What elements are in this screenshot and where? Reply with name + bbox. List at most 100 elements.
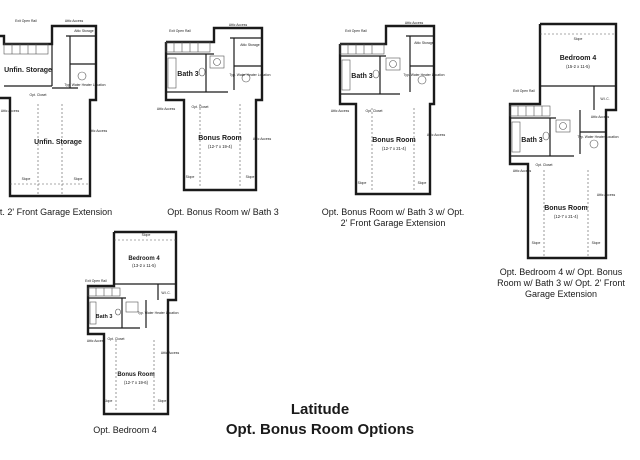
slope-label-left: Slope [186, 175, 195, 179]
opt-closet-label: Opt. Closet [536, 163, 553, 167]
opt-closet-label: Opt. Closet [366, 109, 383, 113]
room-bedroom4-dim: (15-2 x 11-5) [566, 64, 590, 69]
exit-label: Exit Open Rail [513, 89, 535, 93]
slope-lines [10, 104, 90, 194]
stair [165, 41, 211, 53]
room-bath3: Bath 3 [177, 71, 199, 78]
slope-label-top: Slope [142, 233, 151, 237]
bath-fixtures [341, 57, 401, 91]
page-subtitle: Opt. Bonus Room Options [225, 421, 415, 438]
slope-lines [371, 108, 415, 192]
water-heater [417, 75, 427, 85]
room-bonus-dim: (12-7 x 19-6) [124, 380, 149, 385]
slope-label-left: Slope [532, 241, 541, 245]
slope-label-right: Slope [418, 181, 427, 185]
water-heater-label: Typ. Water Heater Location [229, 73, 270, 77]
opt-closet-label: Opt. Closet [108, 337, 125, 341]
room-bonus-dim: (12-7 x 21-4) [554, 214, 579, 219]
slope-label-right: Slope [592, 241, 601, 245]
interior-walls [88, 283, 176, 329]
slope-lines [540, 33, 616, 256]
exterior-walls [338, 24, 436, 196]
exterior-walls [508, 22, 618, 260]
slope-label-top: Slope [574, 37, 583, 41]
floorplan-bedroom4: Slope Bedroom 4 (13-2 x 11-5) W.I.C. Exi… [85, 230, 180, 416]
water-heater [77, 71, 87, 81]
room-bedroom4: Bedroom 4 [128, 256, 160, 262]
interior-walls [340, 35, 434, 95]
attic-access-label-3: Attic Access [253, 137, 272, 141]
wic-label: W.I.C. [600, 97, 609, 101]
attic-access-label: Attic Access [591, 115, 610, 119]
room-bonus: Bonus Room [198, 135, 242, 142]
room-bonus-dim: (12-7 x 19-4) [208, 144, 233, 149]
bath-fixtures [89, 301, 139, 325]
caption-garage-extension: Opt. 2' Front Garage Extension [0, 207, 113, 217]
opt-closet-label: Opt. Closet [192, 105, 209, 109]
exit-label: Exit Open Rail [85, 279, 107, 283]
interior-walls [510, 85, 616, 157]
room-bath3: Bath 3 [96, 314, 113, 320]
slope-label-left: Slope [22, 177, 31, 181]
attic-access-label-2: Attic Access [513, 169, 532, 173]
caption-bedroom4-full: Opt. Bedroom 4 w/ Opt. Bonus Room w/ Bat… [497, 267, 625, 299]
attic-access-label-2: Attic Access [1, 109, 20, 113]
attic-access-label: Attic Access [405, 21, 424, 25]
floorplan-bedroom4-full: Slope Bedroom 4 (15-2 x 11-5) W.I.C. Exi… [508, 22, 619, 260]
exit-label: Exit Open Rail [169, 29, 191, 33]
floorplan-garage-extension: Exit Open Rail Attic Access Attic Storag… [0, 19, 108, 198]
exterior-walls [164, 26, 264, 192]
attic-access-label: Attic Access [65, 19, 84, 23]
bath-fixtures [511, 119, 571, 153]
attic-access-label-2: Attic Access [161, 351, 180, 355]
attic-access-label-2: Attic Access [331, 109, 350, 113]
stair [87, 287, 121, 297]
slope-label-left: Slope [358, 181, 367, 185]
attic-access-label-3: Attic Access [597, 193, 616, 197]
bath-fixtures [167, 55, 225, 89]
floorplan-bonus-bath3: Exit Open Rail Attic Access Attic Storag… [157, 23, 272, 192]
caption-bonus-bath3: Opt. Bonus Room w/ Bath 3 [167, 207, 279, 217]
page-title: Latitude [290, 401, 350, 418]
exit-label: Exit Open Rail [345, 29, 367, 33]
attic-storage-label: Attic Storage [74, 29, 94, 33]
stair [3, 43, 49, 55]
room-bath3: Bath 3 [351, 73, 373, 80]
stair [509, 105, 551, 117]
water-heater-label: Typ. Water Heater Location [137, 311, 178, 315]
water-heater [589, 139, 599, 149]
room-bonus-dim: (12-7 x 21-4) [382, 146, 407, 151]
slope-label-right: Slope [246, 175, 255, 179]
attic-access-label-2: Attic Access [157, 107, 176, 111]
water-heater-label: Typ. Water Heater Location [403, 73, 444, 77]
attic-storage-label: Attic Storage [240, 43, 260, 47]
water-heater-label: Typ. Water Heater Location [64, 83, 105, 87]
exit-label: Exit Open Rail [15, 19, 37, 23]
interior-walls [4, 35, 96, 89]
stair [339, 43, 385, 55]
room-bonus: Bonus Room [117, 372, 154, 378]
attic-access-label: Attic Access [87, 339, 106, 343]
caption-bonus-bath3-extension: Opt. Bonus Room w/ Bath 3 w/ Opt. 2' Fro… [321, 207, 465, 228]
room-bedroom4-dim: (13-2 x 11-5) [132, 263, 156, 268]
caption-bedroom4: Opt. Bedroom 4 [93, 425, 157, 435]
slope-lines [199, 104, 241, 188]
attic-access-label: Attic Access [229, 23, 248, 27]
exterior-walls [0, 24, 98, 198]
room-bedroom4: Bedroom 4 [560, 55, 597, 62]
title-block: Latitude Opt. Bonus Room Options [200, 400, 440, 440]
room-bonus: Bonus Room [544, 205, 588, 212]
room-bonus: Bonus Room [372, 137, 416, 144]
exterior-walls [86, 230, 178, 416]
attic-access-label-3: Attic Access [89, 129, 108, 133]
room-bath3: Bath 3 [521, 137, 543, 144]
slope-label-right: Slope [158, 399, 167, 403]
interior-walls [166, 37, 262, 93]
room-unfin-storage-main: Unfin. Storage [34, 139, 82, 146]
opt-closet-label: Opt. Closet [30, 93, 47, 97]
water-heater [241, 73, 251, 83]
slope-label-left: Slope [104, 399, 113, 403]
attic-access-label-3: Attic Access [427, 133, 446, 137]
room-unfin-storage-top: Unfin. Storage [4, 67, 52, 74]
slope-lines [114, 239, 176, 412]
